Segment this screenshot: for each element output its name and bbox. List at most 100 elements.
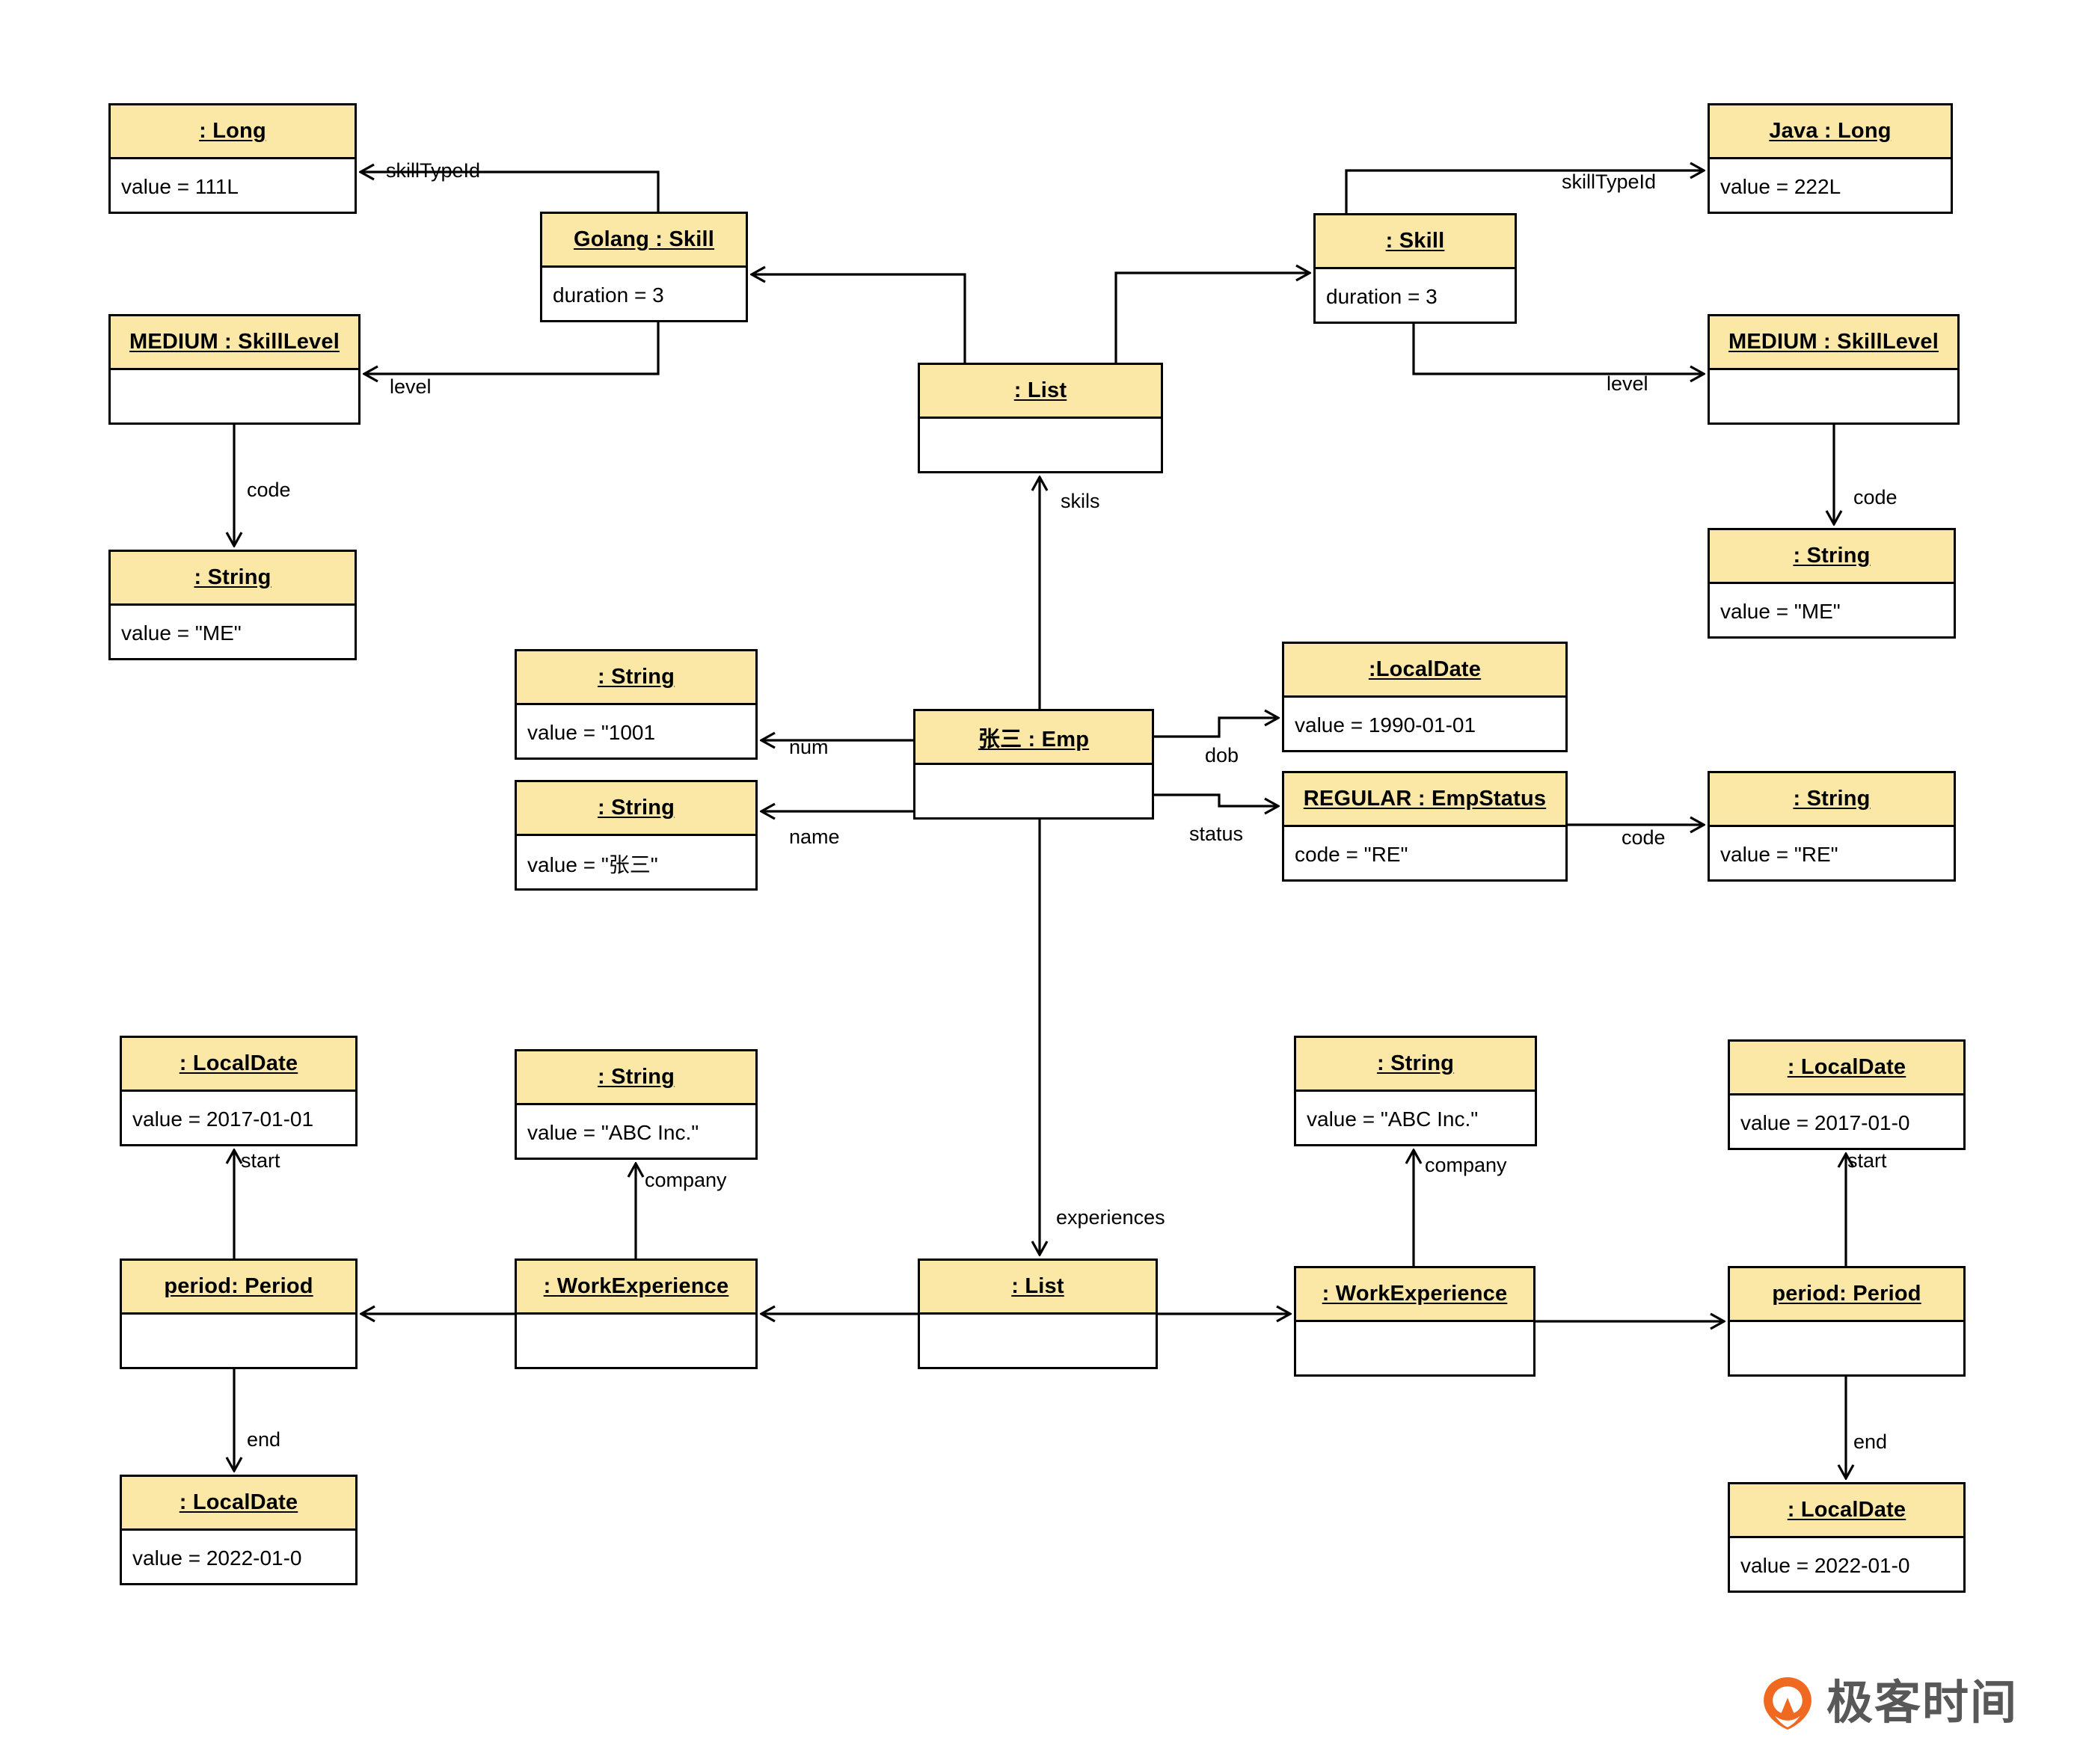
edge-label-level_right: level [1607,372,1648,395]
object-box-code_string_right[interactable]: : String value = "ME" [1708,528,1956,639]
edge-label-code_status: code [1622,826,1666,849]
object-box-end_localdate_right[interactable]: : LocalDate value = 2022-01-0 [1728,1482,1966,1593]
object-attribute-workexp_left [517,1315,755,1369]
object-title-text: Java : Long [1769,119,1892,143]
object-attribute-company_string_left: value = "ABC Inc." [527,1120,699,1144]
object-attribute-code_string_left: value = "ME" [121,621,242,645]
object-attribute-code_string_right: value = "ME" [1720,599,1841,623]
object-title-text: Golang : Skill [573,227,715,251]
object-box-company_string_right[interactable]: : String value = "ABC Inc." [1294,1036,1537,1146]
object-title-skills_list: : List [920,365,1161,419]
edge-label-skillTypeId_left: skillTypeId [386,159,481,182]
object-box-period_right[interactable]: period: Period [1728,1266,1966,1377]
object-title-text: : List [1013,378,1067,402]
object-box-emp[interactable]: 张三 : Emp [913,709,1154,820]
object-title-text: :LocalDate [1368,657,1482,681]
object-box-status_empstatus[interactable]: REGULAR : EmpStatus code = "RE" [1282,771,1568,882]
object-box-experiences_list[interactable]: : List [918,1259,1158,1369]
object-attribute-status_code_string: value = "RE" [1720,842,1838,866]
object-title-name_string: : String [517,782,755,836]
object-title-text: : List [1011,1274,1064,1298]
object-title-text: : LocalDate [1787,1498,1906,1522]
object-title-emp: 张三 : Emp [915,711,1152,765]
object-title-text: MEDIUM : SkillLevel [129,330,340,354]
object-title-dob_localdate: :LocalDate [1284,644,1565,698]
object-title-period_right: period: Period [1730,1268,1963,1322]
object-title-text: : LocalDate [179,1051,298,1075]
object-title-text: : WorkExperience [543,1274,729,1298]
object-attribute-skilltypeid_long_left: value = 111L [121,174,239,198]
edge-label-code_right: code [1853,486,1898,508]
object-box-code_string_left[interactable]: : String value = "ME" [108,550,357,660]
object-box-company_string_left[interactable]: : String value = "ABC Inc." [515,1049,758,1160]
edge-label-end_left: end [247,1428,281,1451]
object-attribute-skilllevel_left [111,370,358,425]
object-attribute-emp [915,765,1152,820]
object-title-text: : String [1793,787,1871,811]
edge-label-experiences: experiences [1056,1206,1165,1229]
object-title-text: : String [1376,1051,1455,1075]
object-attribute-end_localdate_left: value = 2022-01-0 [132,1546,302,1570]
object-title-skilllevel_right: MEDIUM : SkillLevel [1710,316,1957,370]
object-attribute-period_left [122,1315,355,1369]
object-attribute-status_empstatus: code = "RE" [1295,842,1408,866]
object-title-status_code_string: : String [1710,773,1954,827]
object-box-workexp_left[interactable]: : WorkExperience [515,1259,758,1369]
edge-label-name: name [789,826,840,848]
object-box-status_code_string[interactable]: : String value = "RE" [1708,771,1956,882]
edge-label-code_left: code [247,479,291,501]
object-box-golang_skill[interactable]: Golang : Skill duration = 3 [540,212,748,322]
object-box-workexp_right[interactable]: : WorkExperience [1294,1266,1536,1377]
object-title-num_string: : String [517,651,755,705]
object-attribute-period_right [1730,1322,1963,1377]
object-title-experiences_list: : List [920,1261,1156,1315]
object-attribute-num_string: value = "1001 [527,720,656,744]
edge-label-company_left: company [645,1169,727,1191]
object-attribute-workexp_right [1296,1322,1533,1377]
geektime-watermark: 极客时间 [1759,1675,2018,1732]
object-title-code_string_right: : String [1710,530,1954,584]
object-title-text: period: Period [1772,1282,1921,1306]
object-attribute-start_localdate_left: value = 2017-01-01 [132,1107,314,1131]
edge-label-company_right: company [1425,1154,1507,1176]
object-title-text: period: Period [164,1274,313,1298]
object-box-skill_right[interactable]: : Skill duration = 3 [1313,213,1517,324]
object-title-start_localdate_left: : LocalDate [122,1038,355,1092]
object-box-period_left[interactable]: period: Period [120,1259,358,1369]
object-title-text: REGULAR : EmpStatus [1303,787,1547,811]
object-title-code_string_left: : String [111,552,355,606]
object-attribute-skilllevel_right [1710,370,1957,425]
edge-label-end_right: end [1853,1430,1888,1453]
object-title-text: : String [597,665,675,689]
object-title-status_empstatus: REGULAR : EmpStatus [1284,773,1565,827]
object-box-skilllevel_right[interactable]: MEDIUM : SkillLevel [1708,314,1960,425]
object-title-java_long_right: Java : Long [1710,105,1951,159]
object-title-workexp_left: : WorkExperience [517,1261,755,1315]
object-attribute-golang_skill: duration = 3 [553,283,664,307]
object-attribute-skills_list [920,419,1161,473]
object-title-text: : Skill [1385,229,1445,253]
object-box-num_string[interactable]: : String value = "1001 [515,649,758,760]
object-box-start_localdate_left[interactable]: : LocalDate value = 2017-01-01 [120,1036,358,1146]
object-title-start_localdate_right: : LocalDate [1730,1042,1963,1095]
object-title-company_string_left: : String [517,1051,755,1105]
object-title-period_left: period: Period [122,1261,355,1315]
edge-label-level_left: level [390,375,432,398]
object-title-text: : String [1793,544,1871,568]
edge-label-skils: skils [1061,490,1100,512]
object-title-text: MEDIUM : SkillLevel [1728,330,1939,354]
object-box-skills_list[interactable]: : List [918,363,1163,473]
object-attribute-end_localdate_right: value = 2022-01-0 [1740,1553,1910,1577]
edge-label-start_right: start [1847,1149,1887,1172]
object-attribute-company_string_right: value = "ABC Inc." [1307,1107,1479,1131]
object-attribute-skill_right: duration = 3 [1326,284,1438,308]
object-title-text: : WorkExperience [1322,1282,1508,1306]
object-box-skilllevel_left[interactable]: MEDIUM : SkillLevel [108,314,361,425]
object-title-golang_skill: Golang : Skill [542,214,746,268]
